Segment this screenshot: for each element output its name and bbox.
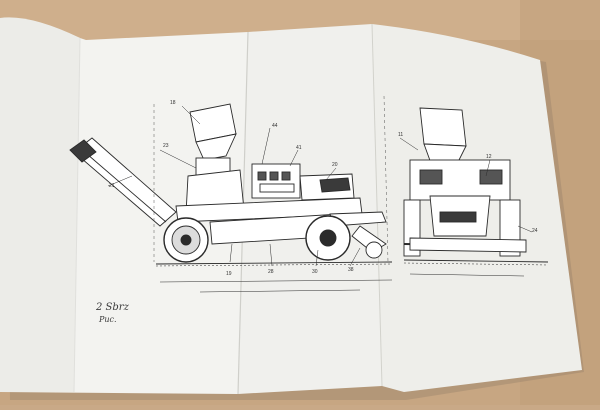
figure-label-line1: 2 Sbrz [96, 302, 129, 313]
callout-label: 11 [398, 132, 404, 138]
callout-label: 38 [348, 267, 354, 273]
callout-label: 18 [170, 100, 176, 106]
front-view-drawing [399, 107, 549, 277]
figure-label-line2: Puc. [99, 315, 117, 324]
callout-label: 19 [226, 271, 232, 277]
callout-label: 24 [532, 228, 538, 234]
callout-label: 20 [332, 162, 338, 168]
callout-label: 41 [296, 145, 302, 151]
callout-label: 30 [312, 269, 318, 275]
callout-label: 44 [272, 123, 278, 129]
callout-label: 23 [163, 143, 169, 149]
side-view-drawing [69, 95, 393, 293]
callout-label: 12 [486, 154, 492, 160]
callout-label: 21 [109, 183, 115, 189]
callout-label: 28 [268, 269, 274, 275]
